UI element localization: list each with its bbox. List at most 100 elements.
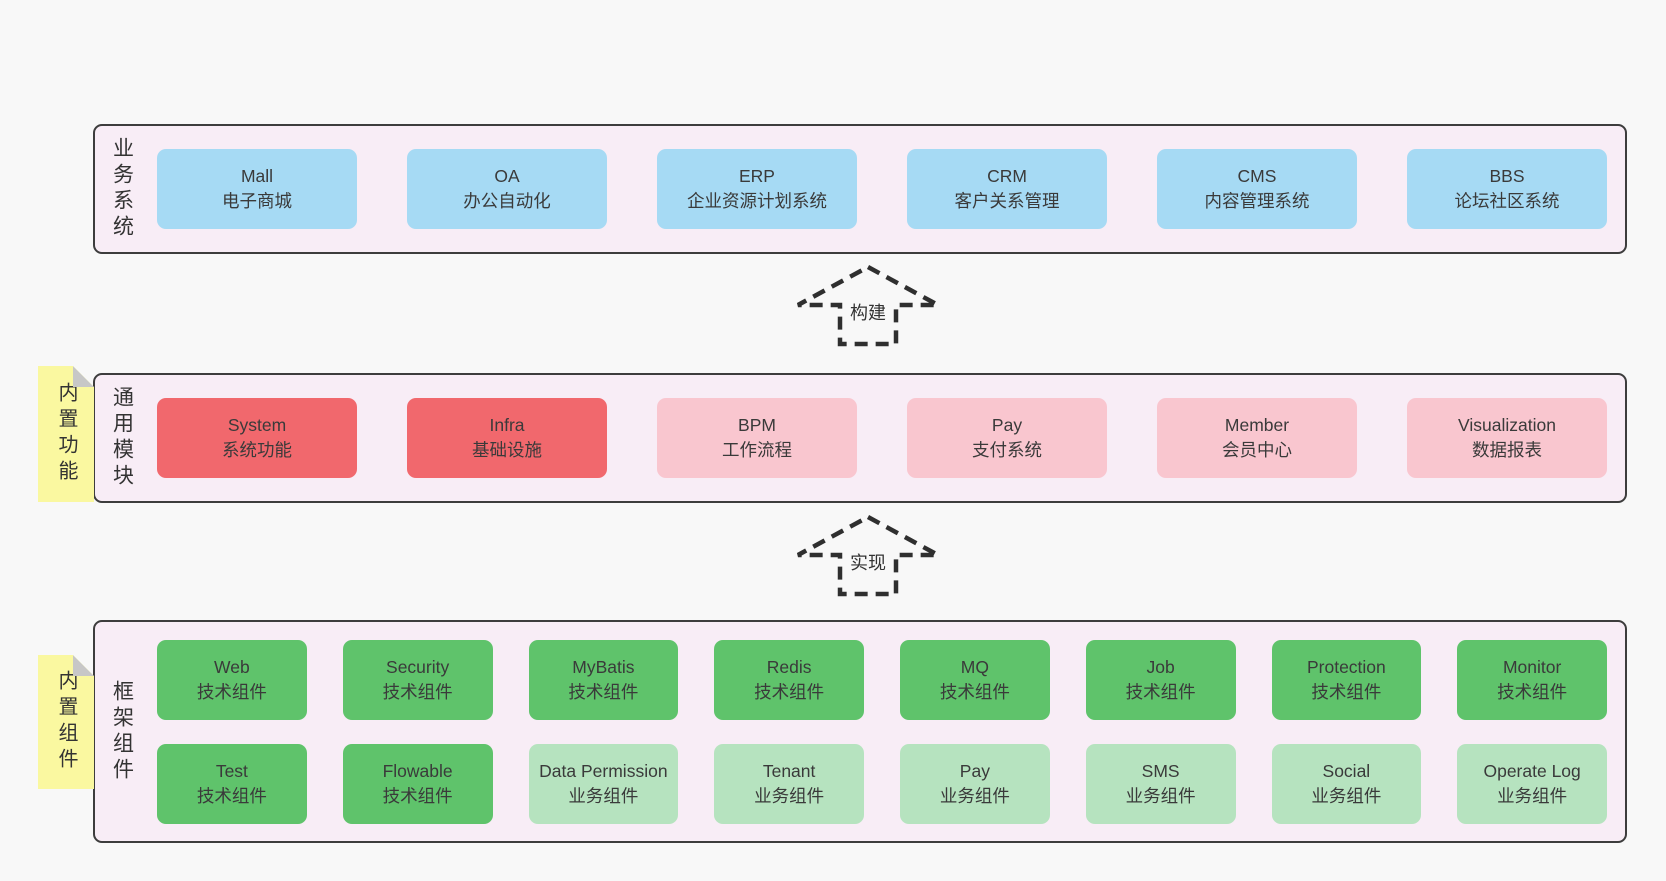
box-subtitle: 业务组件 bbox=[568, 785, 639, 806]
layer-common-modules: 通用模块 System 系统功能 Infra 基础设施 BPM 工作流程 Pay… bbox=[93, 373, 1627, 503]
box-test: Test 技术组件 bbox=[157, 743, 307, 824]
box-subtitle: 技术组件 bbox=[1125, 681, 1196, 702]
box-subtitle: 论坛社区系统 bbox=[1454, 191, 1560, 211]
box-title: MyBatis bbox=[572, 656, 635, 677]
box-title: Tenant bbox=[762, 760, 816, 781]
box-title: CRM bbox=[987, 166, 1027, 187]
box-subtitle: 数据报表 bbox=[1472, 440, 1542, 460]
implement-arrow-label: 实现 bbox=[847, 548, 889, 577]
layer-title: 业务系统 bbox=[110, 137, 134, 241]
box-title: Monitor bbox=[1502, 656, 1562, 677]
box-title: Member bbox=[1224, 415, 1290, 436]
box-subtitle: 技术组件 bbox=[1311, 681, 1382, 702]
sticky-note-builtin-components: 内置组件 bbox=[38, 655, 94, 789]
box-title: Test bbox=[215, 760, 248, 781]
box-title: MQ bbox=[960, 656, 989, 677]
box-erp: ERP 企业资源计划系统 bbox=[657, 149, 857, 229]
box-social: Social 业务组件 bbox=[1271, 743, 1422, 824]
box-job: Job 技术组件 bbox=[1085, 639, 1236, 720]
box-subtitle: 业务组件 bbox=[1497, 785, 1568, 806]
box-system: System 系统功能 bbox=[157, 398, 357, 478]
box-mall: Mall 电子商城 bbox=[157, 149, 357, 229]
box-subtitle: 会员中心 bbox=[1222, 440, 1292, 460]
layer-title: 通用模块 bbox=[110, 386, 134, 490]
box-tenant: Tenant 业务组件 bbox=[714, 743, 864, 824]
sticky-note-builtin-features: 内置功能 bbox=[38, 366, 94, 502]
box-title: Flowable bbox=[382, 760, 453, 781]
box-title: BBS bbox=[1489, 166, 1525, 187]
layer-title: 框架组件 bbox=[110, 679, 134, 784]
framework-components-row-1: Web 技术组件 Security 技术组件 MyBatis 技术组件 Redi… bbox=[157, 639, 1607, 720]
box-subtitle: 业务组件 bbox=[754, 785, 825, 806]
build-arrow-label: 构建 bbox=[847, 298, 889, 327]
box-title: Operate Log bbox=[1483, 760, 1581, 781]
up-arrow-icon bbox=[796, 514, 940, 597]
box-sms: SMS 业务组件 bbox=[1085, 743, 1236, 824]
layer-label-cell: 业务系统 bbox=[95, 126, 149, 252]
up-arrow-icon bbox=[796, 264, 940, 347]
box-title: SMS bbox=[1141, 760, 1180, 781]
box-title: Protection bbox=[1306, 656, 1386, 677]
build-arrow: 构建 bbox=[793, 262, 943, 348]
box-title: Data Permission bbox=[539, 760, 668, 781]
box-title: Web bbox=[214, 656, 250, 677]
box-subtitle: 技术组件 bbox=[382, 785, 453, 806]
box-title: Mall bbox=[240, 166, 274, 187]
box-title: Security bbox=[386, 656, 450, 677]
box-subtitle: 内容管理系统 bbox=[1204, 191, 1310, 211]
layer-business-systems: 业务系统 Mall 电子商城 OA 办公自动化 ERP 企业资源计划系统 CRM… bbox=[93, 124, 1627, 254]
box-subtitle: 系统功能 bbox=[222, 440, 292, 460]
box-data-permission: Data Permission 业务组件 bbox=[528, 743, 679, 824]
box-subtitle: 业务组件 bbox=[1125, 785, 1196, 806]
box-title: BPM bbox=[738, 415, 776, 436]
sticky-note-label: 内置组件 bbox=[55, 670, 77, 774]
box-security: Security 技术组件 bbox=[342, 639, 493, 720]
box-subtitle: 客户关系管理 bbox=[954, 191, 1060, 211]
box-subtitle: 基础设施 bbox=[472, 440, 542, 460]
box-protection: Protection 技术组件 bbox=[1271, 639, 1422, 720]
box-title: Pay bbox=[959, 760, 990, 781]
box-infra: Infra 基础设施 bbox=[407, 398, 607, 478]
box-pay-component: Pay 业务组件 bbox=[900, 743, 1050, 824]
box-redis: Redis 技术组件 bbox=[714, 639, 864, 720]
box-crm: CRM 客户关系管理 bbox=[907, 149, 1107, 229]
box-subtitle: 电子商城 bbox=[222, 191, 292, 211]
box-mq: MQ 技术组件 bbox=[900, 639, 1050, 720]
box-subtitle: 企业资源计划系统 bbox=[687, 191, 827, 211]
box-pay-module: Pay 支付系统 bbox=[907, 398, 1107, 478]
box-mybatis: MyBatis 技术组件 bbox=[528, 639, 679, 720]
layer-label-cell: 框架组件 bbox=[95, 622, 149, 841]
box-subtitle: 业务组件 bbox=[939, 785, 1010, 806]
box-title: System bbox=[227, 415, 287, 436]
box-cms: CMS 内容管理系统 bbox=[1157, 149, 1357, 229]
box-flowable: Flowable 技术组件 bbox=[342, 743, 493, 824]
box-subtitle: 技术组件 bbox=[568, 681, 639, 702]
box-subtitle: 支付系统 bbox=[972, 440, 1042, 460]
box-title: Job bbox=[1146, 656, 1175, 677]
box-monitor: Monitor 技术组件 bbox=[1457, 639, 1607, 720]
box-subtitle: 工作流程 bbox=[722, 440, 792, 460]
box-web: Web 技术组件 bbox=[157, 639, 307, 720]
box-subtitle: 技术组件 bbox=[939, 681, 1010, 702]
box-title: OA bbox=[494, 166, 520, 187]
box-bbs: BBS 论坛社区系统 bbox=[1407, 149, 1607, 229]
box-subtitle: 业务组件 bbox=[1311, 785, 1382, 806]
implement-arrow: 实现 bbox=[793, 512, 943, 598]
box-title: Infra bbox=[489, 415, 525, 436]
box-bpm: BPM 工作流程 bbox=[657, 398, 857, 478]
box-title: Social bbox=[1322, 760, 1371, 781]
box-title: Redis bbox=[766, 656, 812, 677]
box-oa: OA 办公自动化 bbox=[407, 149, 607, 229]
box-subtitle: 办公自动化 bbox=[463, 191, 551, 211]
framework-components-row-2: Test 技术组件 Flowable 技术组件 Data Permission … bbox=[157, 743, 1607, 824]
box-subtitle: 技术组件 bbox=[196, 681, 267, 702]
business-systems-row: Mall 电子商城 OA 办公自动化 ERP 企业资源计划系统 CRM 客户关系… bbox=[157, 149, 1607, 229]
box-title: Pay bbox=[991, 415, 1023, 436]
box-subtitle: 技术组件 bbox=[1497, 681, 1568, 702]
box-title: ERP bbox=[739, 166, 775, 187]
box-member: Member 会员中心 bbox=[1157, 398, 1357, 478]
box-title: CMS bbox=[1237, 166, 1277, 187]
box-subtitle: 技术组件 bbox=[382, 681, 453, 702]
layer-label-cell: 通用模块 bbox=[95, 375, 149, 501]
